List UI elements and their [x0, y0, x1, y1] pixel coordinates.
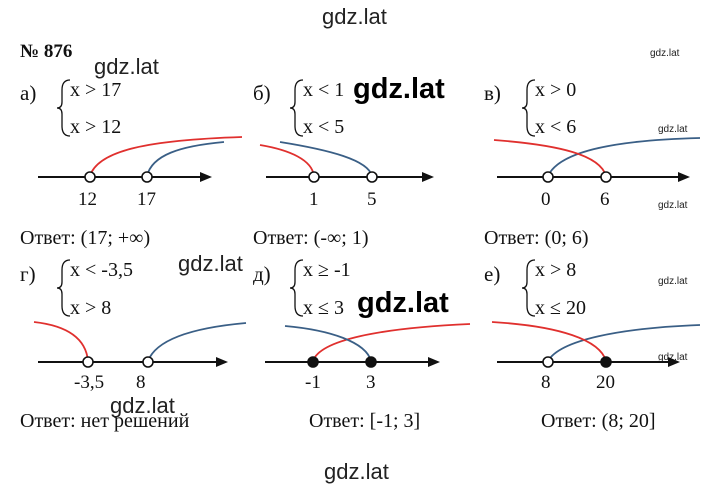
item-b-ineq-2: x < 5: [303, 116, 345, 138]
item-e-point-2: [365, 356, 377, 368]
item-f-tick-2: 20: [596, 372, 615, 393]
item-f-brace: [521, 259, 536, 317]
item-f-ineq-2: x ≤ 20: [535, 297, 586, 319]
item-a-ineq-1: x > 17: [70, 79, 122, 101]
item-c-brace: [521, 79, 536, 137]
item-b-letter: б): [253, 81, 271, 105]
item-e-tick-1: -1: [305, 372, 321, 393]
item-d-tick-2: 8: [136, 372, 146, 393]
watermark-g-bottom: gdz.lat: [110, 393, 175, 418]
item-d-answer: Ответ: нет решений: [20, 410, 190, 432]
item-a-ineq-2: x > 12: [70, 116, 122, 138]
item-e-ineq-1: x ≥ -1: [303, 259, 351, 281]
item-d-ineq-2: x > 8: [70, 297, 112, 319]
item-e-ray-red: [312, 323, 471, 362]
item-f-letter: е): [484, 262, 501, 286]
item-f-ineq-1: x > 8: [535, 259, 577, 281]
item-c-ineq-2: x < 6: [535, 116, 577, 138]
watermark-top: gdz.lat: [322, 4, 387, 29]
item-b-brace: [289, 79, 304, 137]
watermark-small-3: gdz.lat: [658, 200, 688, 211]
item-a-tick-1: 12: [78, 189, 97, 210]
item-a-brace: [56, 79, 71, 137]
item-c-tick-1: 0: [541, 189, 551, 210]
item-e-brace: [289, 259, 304, 317]
item-f-ray-blue: [547, 324, 701, 362]
item-f-point-1: [542, 356, 554, 368]
item-c-point-2: [600, 171, 612, 183]
item-d-point-2: [142, 356, 154, 368]
item-a-ray-red: [89, 136, 243, 177]
item-c-answer: Ответ: (0; 6): [484, 227, 589, 249]
item-d-letter: г): [20, 262, 36, 286]
item-b-tick-2: 5: [367, 189, 377, 210]
item-c-ray-red: [493, 139, 607, 177]
item-f-answer: Ответ: (8; 20]: [541, 410, 656, 432]
watermark-small-2: gdz.lat: [658, 124, 688, 135]
item-e-point-1: [307, 356, 319, 368]
item-c-ray-blue: [547, 137, 701, 177]
item-c-letter: в): [484, 81, 501, 105]
watermark-g: gdz.lat: [178, 251, 243, 276]
item-d-point-1: [82, 356, 94, 368]
item-d-ineq-1: x < -3,5: [70, 259, 133, 281]
watermark-e: gdz.lat: [356, 287, 450, 320]
item-f-tick-1: 8: [541, 372, 551, 393]
item-c-tick-2: 6: [600, 189, 610, 210]
watermark-small-1: gdz.lat: [650, 48, 680, 59]
item-d-brace: [56, 259, 71, 317]
item-d-ray-blue: [147, 322, 247, 362]
item-e-ineq-2: x ≤ 3: [303, 297, 344, 319]
item-c-point-1: [542, 171, 554, 183]
item-a-tick-2: 17: [137, 189, 156, 210]
item-a-letter: а): [20, 81, 37, 105]
item-b-answer: Ответ: (-∞; 1): [253, 227, 369, 249]
item-c-ineq-1: x > 0: [535, 79, 577, 101]
item-e-answer: Ответ: [-1; 3]: [309, 410, 421, 432]
item-d-ray-red: [33, 321, 89, 362]
item-e-tick-2: 3: [366, 372, 376, 393]
item-b-ineq-1: x < 1: [303, 79, 345, 101]
item-e-letter: д): [253, 262, 271, 286]
watermark-bottom: gdz.lat: [324, 459, 389, 484]
item-e-ray-blue: [284, 325, 372, 362]
item-f-ray-red: [491, 321, 607, 362]
item-b-ray-blue: [279, 141, 373, 177]
item-f-point-2: [600, 356, 612, 368]
watermark-b: gdz.lat: [352, 73, 446, 106]
item-a-point-1: [84, 171, 96, 183]
watermark-a: gdz.lat: [94, 54, 159, 79]
item-b-point-2: [366, 171, 378, 183]
item-a-ray-blue: [146, 141, 225, 177]
item-b-point-1: [308, 171, 320, 183]
problem-number: № 876: [20, 41, 73, 62]
watermark-small-5: gdz.lat: [658, 352, 688, 363]
item-d-tick-1: -3,5: [74, 372, 105, 393]
item-a-answer: Ответ: (17; +∞): [20, 227, 151, 249]
item-a-point-2: [141, 171, 153, 183]
watermark-small-4: gdz.lat: [658, 276, 688, 287]
item-b-tick-1: 1: [309, 189, 319, 210]
